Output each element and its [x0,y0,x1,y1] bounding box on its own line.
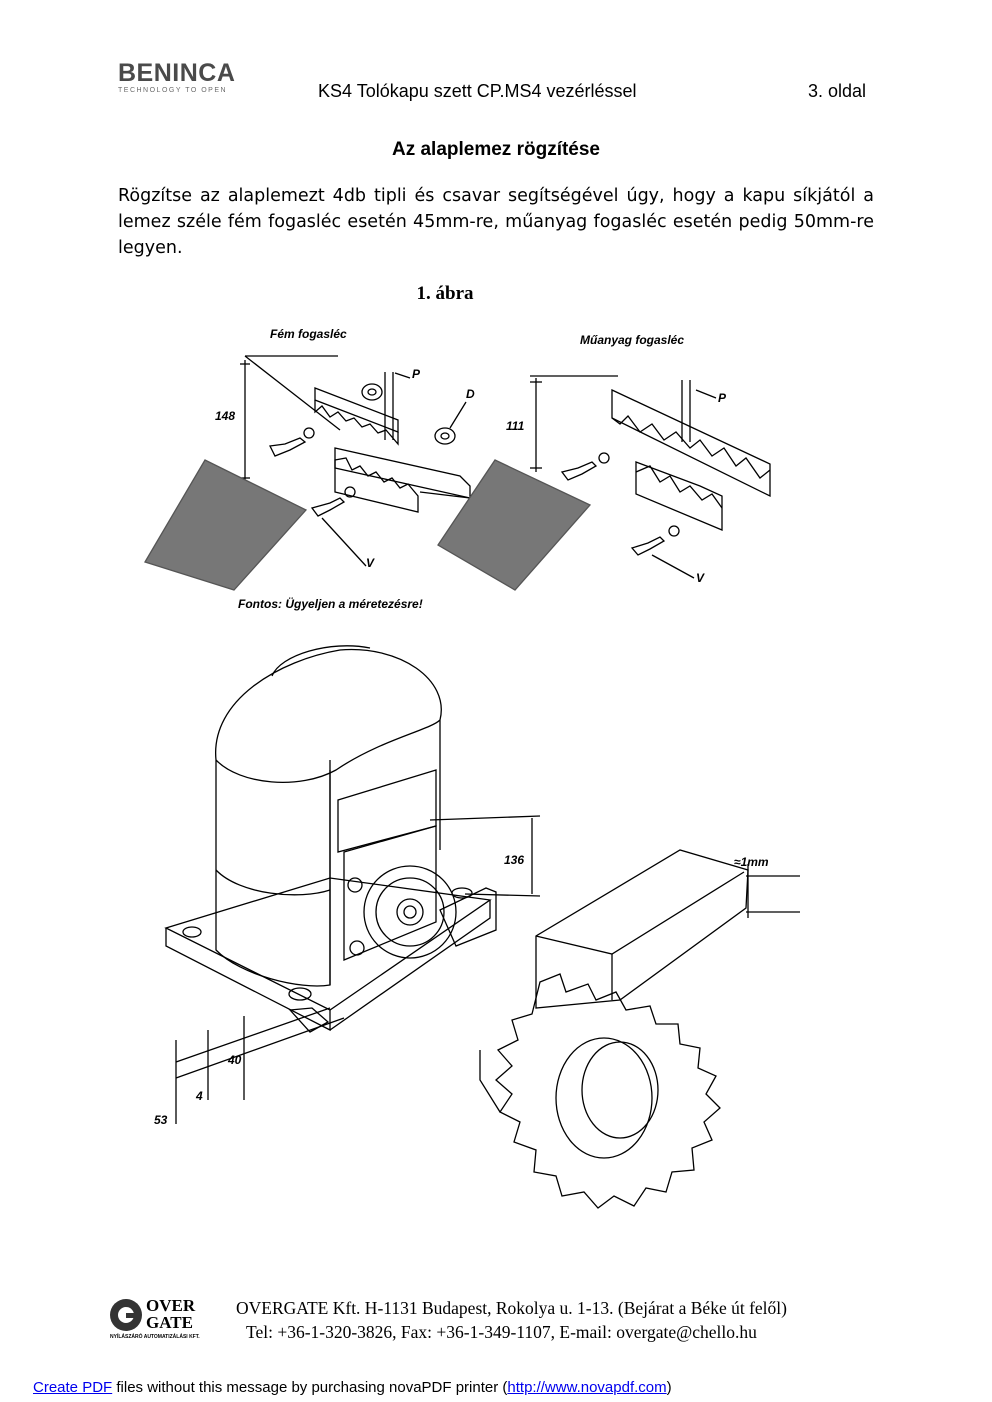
footer-contact: Tel: +36-1-320-3826, Fax: +36-1-349-1107… [246,1322,757,1342]
dim-136: 136 [504,853,524,867]
dim-40: 40 [227,1053,242,1067]
logo-over: OVER [146,1296,196,1315]
dim-gap: ≈1mm [734,855,769,869]
label-muanyag-fogaslec: Műanyag fogasléc [580,333,684,347]
technical-drawing: Fém fogasléc 148 P D V M [144,327,800,1209]
logo-gate: GATE [146,1313,193,1332]
logo-brand: BENINCA [118,59,236,87]
footer-address: OVERGATE Kft. H-1131 Budapest, Rokolya u… [236,1298,787,1318]
logo-tagline: TECHNOLOGY TO OPEN [118,87,228,94]
novapdf-text: files without this message by purchasing… [112,1379,508,1396]
document-title: KS4 Tolókapu szett CP.MS4 vezérléssel [318,81,637,101]
label-v-right: V [696,571,705,585]
warning-note: Fontos: Ügyeljen a méretezésre! [238,596,423,611]
dim-148: 148 [215,409,235,423]
dim-111: 111 [506,419,525,433]
label-v-left: V [366,556,375,570]
page-number: 3. oldal [808,81,867,101]
label-fem-fogaslec: Fém fogasléc [270,327,347,341]
label-d: D [466,387,475,401]
novapdf-url-link[interactable]: http://www.novapdf.com [507,1379,667,1396]
section-heading: Az alaplemez rögzítése [391,139,601,160]
label-p-right: P [718,391,727,405]
overgate-logo: OVER GATE NYÍLÁSZÁRÓ AUTOMATIZÁLÁSI KFT. [108,1297,220,1345]
novapdf-notice: Create PDF files without this message by… [33,1379,672,1396]
novapdf-end: ) [666,1379,672,1396]
body-paragraph: Rögzítse az alaplemezt 4db tipli és csav… [118,186,874,258]
overgate-g-icon [110,1299,142,1331]
label-p-left: P [412,367,421,381]
dim-4: 4 [195,1089,203,1103]
figure-caption: 1. ábra [416,283,474,304]
logo-subtitle: NYÍLÁSZÁRÓ AUTOMATIZÁLÁSI KFT. [110,1334,200,1340]
create-pdf-link[interactable]: Create PDF [33,1379,113,1396]
beninca-logo: BENINCA TECHNOLOGY TO OPEN [118,60,244,100]
dim-53: 53 [154,1113,168,1127]
